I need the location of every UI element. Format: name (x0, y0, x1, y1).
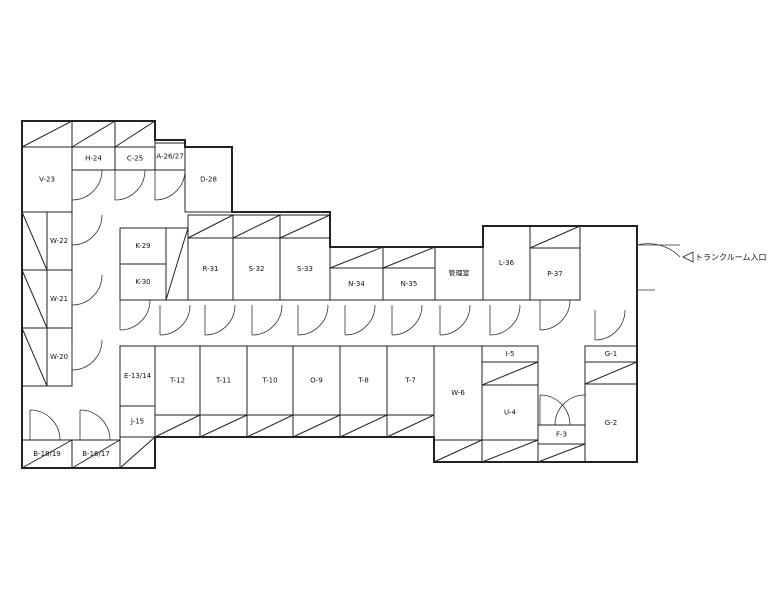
unit-label: 管理室 (449, 269, 470, 278)
unit-label: C-25 (127, 155, 143, 163)
door-swing (154, 169, 186, 201)
storage-strip (21, 120, 73, 148)
storage-unit-n-35[interactable] (382, 246, 436, 301)
unit-label: J-15 (130, 418, 144, 426)
unit-label: T-7 (404, 377, 416, 385)
storage-unit-n-34[interactable] (329, 246, 384, 301)
entrance-arrow-icon (682, 251, 694, 263)
unit-label: O-9 (310, 377, 323, 385)
unit-label: I-5 (505, 350, 514, 358)
storage-unit-t-8[interactable] (339, 345, 388, 438)
storage-unit-p-37[interactable] (529, 225, 581, 301)
unit-label: E-13/14 (124, 372, 152, 380)
door-swing (297, 304, 329, 336)
storage-unit-w-6[interactable] (433, 345, 483, 463)
storage-unit-r-31[interactable] (187, 214, 234, 301)
storage-unit-s-33[interactable] (279, 214, 331, 301)
door-swing (79, 409, 111, 441)
unit-label: U-4 (504, 409, 517, 417)
unit-label: G-2 (605, 419, 617, 427)
unit-label: H-24 (85, 155, 102, 163)
unit-label: T-12 (169, 377, 185, 385)
storage-unit-d-28[interactable] (184, 146, 233, 213)
storage-strip (114, 120, 156, 148)
storage-unit-o-9[interactable] (292, 345, 341, 438)
unit-label: B-18/19 (33, 450, 61, 458)
storage-unit-g-2[interactable] (584, 361, 638, 463)
unit-label: A-26/27 (156, 153, 183, 161)
storage-strip (165, 227, 189, 301)
unit-label: T-10 (261, 377, 277, 385)
storage-strip (71, 120, 116, 148)
storage-unit-t-7[interactable] (386, 345, 435, 438)
unit-label: K-29 (135, 242, 150, 250)
storage-strip (119, 436, 156, 469)
unit-label: R-31 (202, 265, 218, 273)
unit-label: P-37 (547, 270, 563, 278)
door-swing (71, 274, 103, 306)
unit-label: T-11 (215, 377, 231, 385)
storage-unit-u-4[interactable] (481, 384, 539, 463)
unit-label: W-6 (451, 389, 465, 397)
door-swing (344, 304, 376, 336)
door-swing (489, 304, 521, 336)
unit-label: S-32 (249, 265, 265, 273)
unit-label: S-33 (297, 265, 313, 273)
door-swing (71, 339, 103, 371)
unit-label: B-16/17 (82, 450, 110, 458)
door-swings (29, 169, 626, 441)
door-swing (119, 299, 151, 331)
storage-strip (481, 361, 539, 386)
unit-label: L-36 (499, 259, 515, 267)
storage-unit-s-32[interactable] (232, 214, 281, 301)
unit-label: W-22 (50, 237, 68, 245)
entrance[interactable]: トランクルーム入口 (636, 243, 767, 291)
door-swing (539, 394, 571, 426)
door-swing (71, 169, 103, 201)
storage-unit-t-10[interactable] (246, 345, 294, 438)
unit-label: N-34 (348, 280, 365, 288)
storage-unit-t-11[interactable] (199, 345, 248, 438)
unit-label: N-35 (401, 280, 418, 288)
entrance-label: トランクルーム入口 (695, 253, 767, 262)
unit-label: T-8 (357, 377, 369, 385)
door-swing (251, 304, 283, 336)
unit-label: W-21 (50, 295, 68, 303)
door-swing (159, 304, 191, 336)
unit-label: F-3 (556, 431, 567, 439)
door-swing (594, 309, 626, 341)
door-swing (539, 299, 571, 331)
unit-label: K-30 (135, 278, 150, 286)
door-swing (439, 304, 471, 336)
unit-label: W-20 (50, 353, 68, 361)
entrance-door[interactable] (636, 243, 681, 258)
unit-label: D-28 (200, 176, 217, 184)
door-swing (114, 169, 146, 201)
door-swing (204, 304, 236, 336)
storage-unit-t-12[interactable] (154, 345, 201, 438)
door-swing (391, 304, 423, 336)
door-swing (71, 214, 103, 246)
unit-label: V-23 (39, 176, 55, 184)
door-swing (554, 394, 586, 426)
door-swing (29, 409, 61, 441)
unit-label: G-1 (605, 350, 617, 358)
